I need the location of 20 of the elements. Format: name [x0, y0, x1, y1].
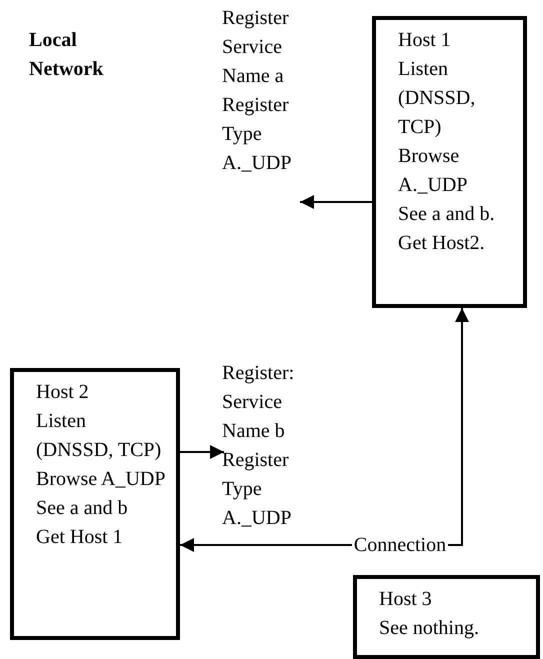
- text-note: Register: Service Name b Register Type A._UDP: [222, 361, 296, 531]
- box-text: Host 3: [379, 587, 433, 612]
- box-text: Browse A._UDP: [398, 144, 468, 198]
- box-text: See a and b.: [398, 202, 496, 227]
- box-text: See a and b: [36, 496, 129, 521]
- box-text: Listen (DNSSD, TCP): [36, 409, 162, 463]
- arrow: [180, 445, 224, 459]
- box-text: Get Host 1: [36, 525, 124, 550]
- host-box: [353, 575, 540, 659]
- diagram-title: Local Network: [29, 28, 104, 82]
- host-box: [10, 368, 180, 640]
- arrow: [300, 195, 372, 209]
- box-text: Host 1: [398, 28, 452, 53]
- box-text: Host 2: [36, 380, 90, 405]
- text-note: Register Service Name a Register Type A._UDP: [222, 6, 292, 176]
- box-text: Get Host2.: [398, 231, 486, 256]
- box-text: See nothing.: [379, 616, 480, 641]
- host-box: [372, 16, 527, 308]
- box-text: Listen (DNSSD, TCP): [398, 57, 476, 140]
- box-text: Browse A_UDP: [36, 467, 166, 492]
